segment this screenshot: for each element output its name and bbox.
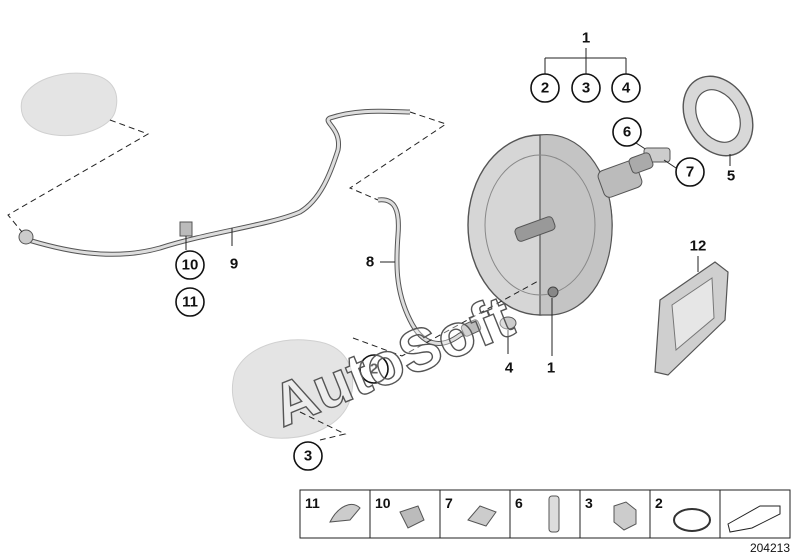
legend-label-11: 11 — [305, 495, 320, 511]
clamp-icon — [399, 505, 425, 529]
callout-4-top: 4 — [622, 80, 631, 97]
callout-1-bottom: 1 — [547, 360, 555, 377]
washer-part: 4 — [499, 316, 517, 377]
arrow-icon — [727, 505, 781, 533]
callout-2-top: 2 — [541, 80, 549, 97]
callout-10: 10 — [182, 257, 199, 274]
callout-1-top: 1 — [582, 30, 590, 47]
legend-label-7: 7 — [445, 495, 453, 511]
o-ring-icon — [673, 508, 711, 532]
legend-label-10: 10 — [375, 495, 391, 511]
legend-label-2: 2 — [655, 495, 663, 511]
callout-7: 7 — [686, 164, 694, 181]
callout-3-top: 3 — [582, 80, 590, 97]
callout-3-bottom: 3 — [304, 448, 312, 465]
nut-icon — [613, 501, 637, 531]
callout-8: 8 — [366, 254, 374, 271]
callout-5: 5 — [727, 168, 735, 185]
callout-2-mid: 2 — [370, 361, 378, 378]
callout-group-1-2-3-4: 1 2 3 4 — [530, 30, 641, 103]
gasket-part: 5 — [682, 75, 754, 185]
parts-legend: 11 10 7 6 3 2 — [299, 489, 791, 539]
hose-clip-icon — [329, 504, 361, 523]
pin-icon — [548, 495, 560, 533]
ghost-pump-top-left — [20, 72, 118, 137]
callout-12: 12 — [690, 238, 707, 255]
callout-6: 6 — [623, 124, 631, 141]
vacuum-hose-part: 9 10 11 — [18, 108, 411, 317]
callout-11: 11 — [182, 294, 198, 311]
ghost-pump-bottom — [231, 339, 354, 439]
callout-4-bottom: 4 — [505, 360, 514, 377]
connector-lines — [7, 111, 541, 441]
callout-9: 9 — [230, 256, 238, 273]
spring-clip-icon — [467, 505, 497, 527]
watermark-text: AutoSoft — [262, 283, 522, 440]
brake-booster-part: 1 — [467, 134, 654, 377]
legend-label-3: 3 — [585, 495, 593, 511]
legend-label-6: 6 — [515, 495, 523, 511]
vacuum-pipe-part: 8 — [366, 197, 482, 346]
bracket-part: 12 — [654, 238, 729, 376]
document-number: 204213 — [750, 541, 790, 555]
